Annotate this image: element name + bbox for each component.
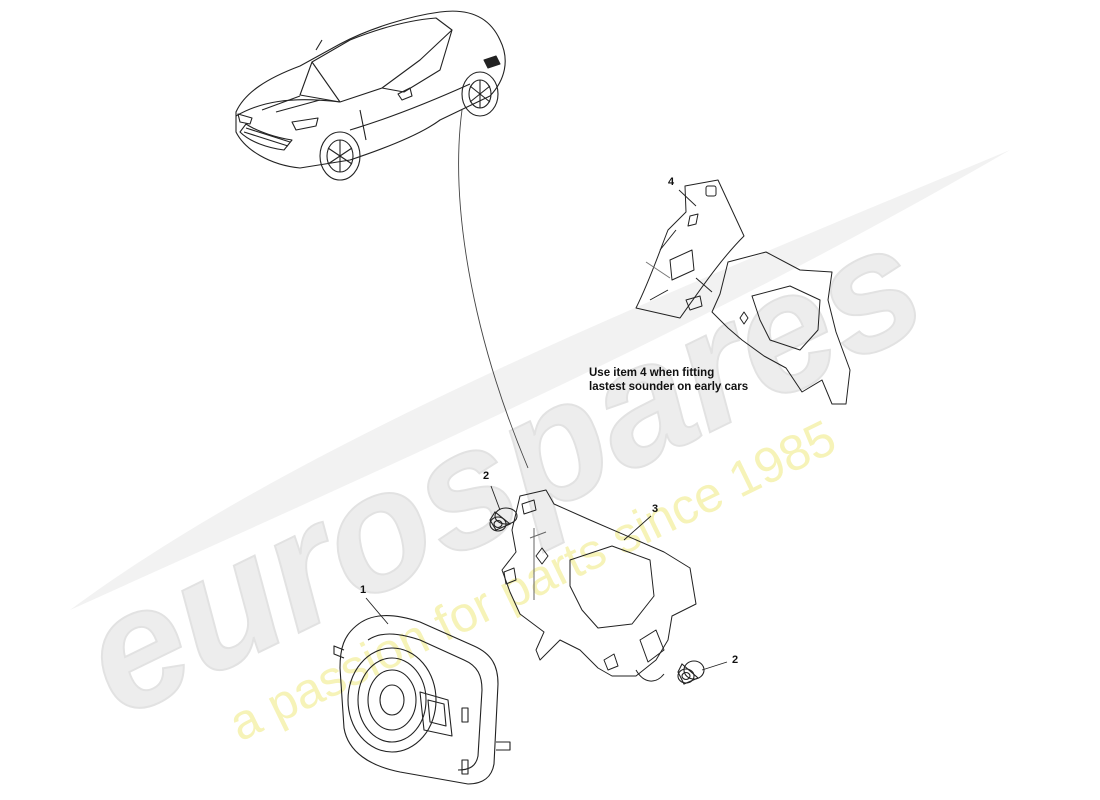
item1-sounder-drawing [333,615,511,785]
item2-nut-upper [489,507,518,532]
fitting-note-line-2: lastest sounder on early cars [589,381,749,393]
item2-nut-lower [677,660,705,685]
item4-bracket-drawing [635,179,851,405]
car-illustration [235,10,506,181]
callout-leaders [365,189,728,671]
item3-bracket-drawing [501,489,697,682]
fitting-note: Use item 4 when fitting lastest sounder … [589,366,748,394]
callout-item-4[interactable]: 4 [668,176,675,188]
callout-item-2-upper[interactable]: 2 [483,470,490,482]
callout-item-1[interactable]: 1 [360,584,367,596]
watermark: eurospares a passion for parts since 198… [52,150,1010,753]
callout-item-3[interactable]: 3 [652,503,659,515]
watermark-swoosh [70,150,1010,610]
callout-item-2-lower[interactable]: 2 [732,654,739,666]
fitting-note-line-1: Use item 4 when fitting [589,367,715,379]
location-leader-line [458,109,529,469]
